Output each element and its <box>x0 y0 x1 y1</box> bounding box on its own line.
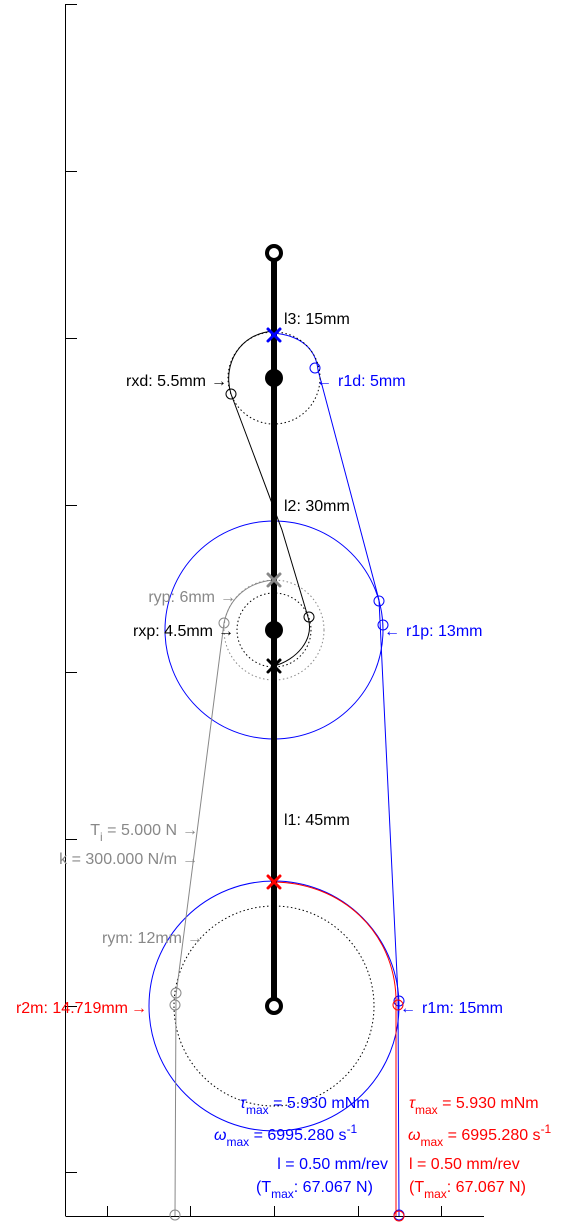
black-tendon <box>225 330 315 667</box>
label-rxp: rxp: 4.5mm <box>133 623 213 640</box>
arrow-rym: → <box>187 930 203 947</box>
tendon-point <box>169 1209 181 1221</box>
proximal-joint <box>265 621 283 639</box>
red-force-max: (Tmax: 67.067 N) <box>409 1179 526 1201</box>
label-rxd: rxd: 5.5mm <box>126 373 206 390</box>
label-rym: rym: 12mm <box>102 930 182 947</box>
label-initial-tension: Ti = 5.000 N <box>90 822 177 844</box>
base-joint <box>265 997 283 1015</box>
attachment-markers <box>266 327 282 890</box>
tendon-point <box>218 617 230 629</box>
radius-labels: rxd: 5.5mm → ← r1d: 5mm ryp: 6mm → rxp: … <box>16 373 503 1017</box>
attachment-cross-gray <box>266 572 282 588</box>
arrow-rxp: → <box>218 623 234 640</box>
tendon-path-black <box>228 330 310 667</box>
distal-joint <box>265 369 283 387</box>
arrow-r1m: ← <box>400 1000 416 1017</box>
arrow-spring-stiffness: → <box>182 851 198 868</box>
tendon-path-gray <box>174 579 275 1217</box>
attachment-cross-red <box>266 874 282 890</box>
label-l1: l1: 45mm <box>284 812 350 829</box>
attachment-cross-blue <box>266 327 282 343</box>
y-ticks <box>65 171 77 1173</box>
tip-joint <box>265 244 283 262</box>
link-labels: l3: 15mm l2: 30mm l1: 45mm <box>284 311 350 829</box>
tendon-point <box>169 999 181 1011</box>
label-l3: l3: 15mm <box>284 311 350 328</box>
attachment-cross-black <box>266 658 282 674</box>
blue-force-max: (Tmax: 67.067 N) <box>256 1179 373 1201</box>
tendon-point <box>225 388 237 400</box>
label-l2: l2: 30mm <box>284 498 350 515</box>
tendon-point <box>373 595 385 607</box>
blue-tau-max: τmax = 5.930 mNm <box>240 1095 370 1117</box>
blue-omega-max: ωmax = 6995.280 s-1 <box>214 1122 358 1149</box>
label-r1m: r1m: 15mm <box>422 1000 503 1017</box>
motor-specs-red: τmax = 5.930 mNm ωmax = 6995.280 s-1 l =… <box>408 1095 552 1201</box>
tendon-point <box>309 362 321 374</box>
tendon-point <box>392 999 404 1011</box>
arrow-ryp: → <box>220 589 236 606</box>
label-spring-stiffness: k = 300.000 N/m <box>59 851 177 868</box>
gray-tendon <box>169 579 275 1221</box>
tendon-point <box>393 1210 405 1222</box>
pulley-circle-rxp <box>236 592 312 668</box>
motor-specs-blue: τmax = 5.930 mNm ωmax = 6995.280 s-1 l =… <box>214 1095 388 1201</box>
axes <box>65 4 484 1217</box>
label-ryp: ryp: 6mm <box>148 589 215 606</box>
arrow-r1p: ← <box>384 623 400 640</box>
tendon-point <box>377 619 389 631</box>
x-ticks <box>107 1206 442 1216</box>
red-omega-max: ωmax = 6995.280 s-1 <box>408 1122 552 1149</box>
tendon-point <box>303 611 315 623</box>
blue-lead: l = 0.50 mm/rev <box>277 1156 388 1173</box>
red-tendon <box>273 881 405 1222</box>
spring-labels: Ti = 5.000 N → k = 300.000 N/m → <box>59 822 198 868</box>
label-r2m: r2m: 14.719mm <box>16 1000 128 1017</box>
red-tau-max: τmax = 5.930 mNm <box>409 1095 539 1117</box>
red-lead: l = 0.50 mm/rev <box>409 1156 520 1173</box>
pulley-circle-ryp <box>223 579 325 681</box>
tendon-path-red <box>273 881 397 1216</box>
label-r1p: r1p: 13mm <box>406 623 482 640</box>
arrow-r2m: → <box>131 1000 147 1017</box>
arrow-r1d: ← <box>316 373 332 390</box>
tendon-path-blue <box>271 332 400 1217</box>
label-r1d: r1d: 5mm <box>338 373 406 390</box>
arrow-initial-tension: → <box>182 822 198 839</box>
tendon-point <box>170 987 182 999</box>
finger-links <box>265 244 283 1015</box>
pulley-circle-rym <box>173 905 375 1107</box>
arrow-rxd: → <box>211 373 227 390</box>
tendon-point <box>393 995 405 1007</box>
